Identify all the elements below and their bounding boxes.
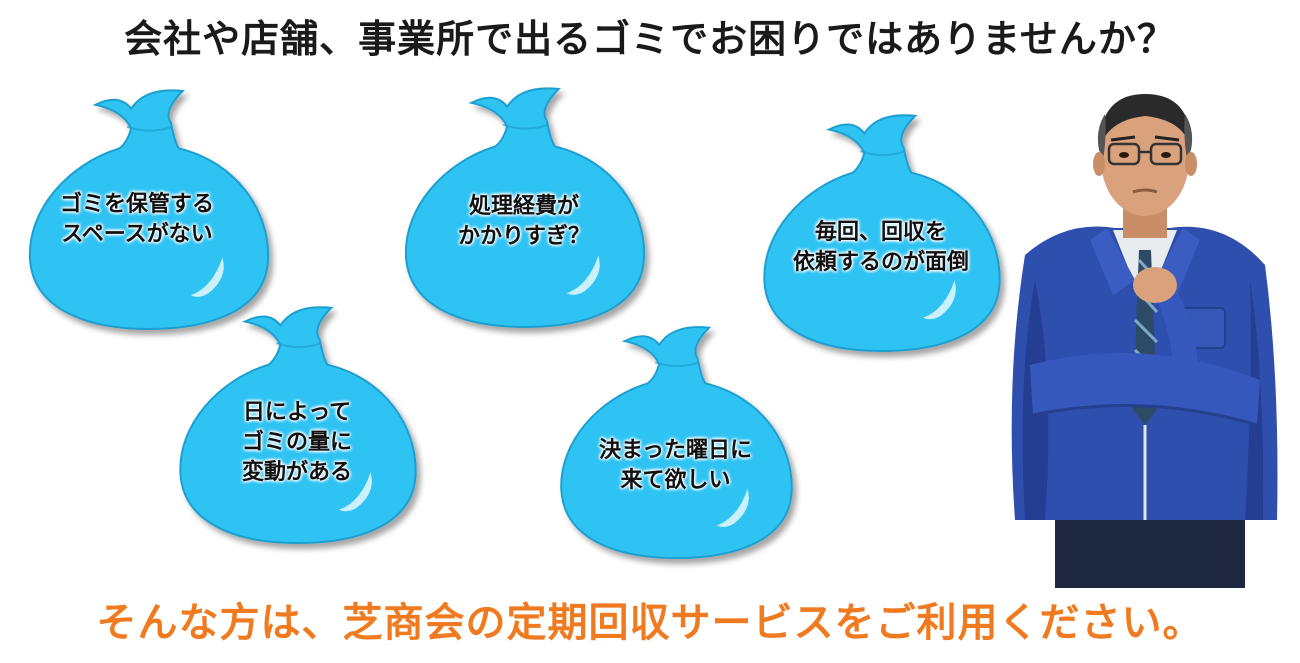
garbage-bag-icon: ゴミを保管する スペースがない — [24, 82, 272, 332]
bag-caption-line: 来て欲しい — [620, 468, 731, 493]
headline: 会社や店舗、事業所で出るゴミでお困りではありませんか？ — [124, 17, 1176, 61]
bag-caption-line: 処理経費が — [468, 194, 579, 219]
bag-caption: 日によって ゴミの量に 変動がある — [172, 398, 422, 488]
bag-caption-line: 日によって — [242, 400, 352, 425]
bag-caption-line: ゴミの量に — [241, 430, 352, 455]
worried-businessman-illustration — [995, 80, 1285, 588]
bag-caption-line: スペースがない — [61, 222, 213, 247]
bag-caption-line: 依頼するのが面倒 — [792, 250, 969, 275]
garbage-bag-icon: 決まった曜日に 来て欲しい — [548, 320, 803, 560]
bag-caption-line: かかりすぎ？ — [457, 224, 590, 249]
footer-call-to-action: そんな方は、芝商会の定期回収サービスをご利用ください。 — [96, 600, 1204, 646]
bag-caption-line: ゴミを保管する — [59, 192, 214, 217]
garbage-bag-icon: 日によって ゴミの量に 変動がある — [172, 300, 422, 545]
bag-caption: ゴミを保管する スペースがない — [24, 190, 250, 250]
bag-caption: 毎回、回収を 依頼するのが面倒 — [756, 218, 1006, 278]
bag-caption-line: 変動がある — [241, 460, 352, 485]
garbage-bag-icon: 毎回、回収を 依頼するのが面倒 — [756, 108, 1006, 353]
bag-caption: 処理経費が かかりすぎ？ — [400, 192, 648, 252]
bag-caption: 決まった曜日に 来て欲しい — [548, 436, 803, 496]
bag-caption-line: 毎回、回収を — [814, 220, 947, 245]
garbage-bag-icon: 処理経費が かかりすぎ？ — [400, 80, 648, 330]
bag-caption-line: 決まった曜日に — [598, 438, 753, 463]
